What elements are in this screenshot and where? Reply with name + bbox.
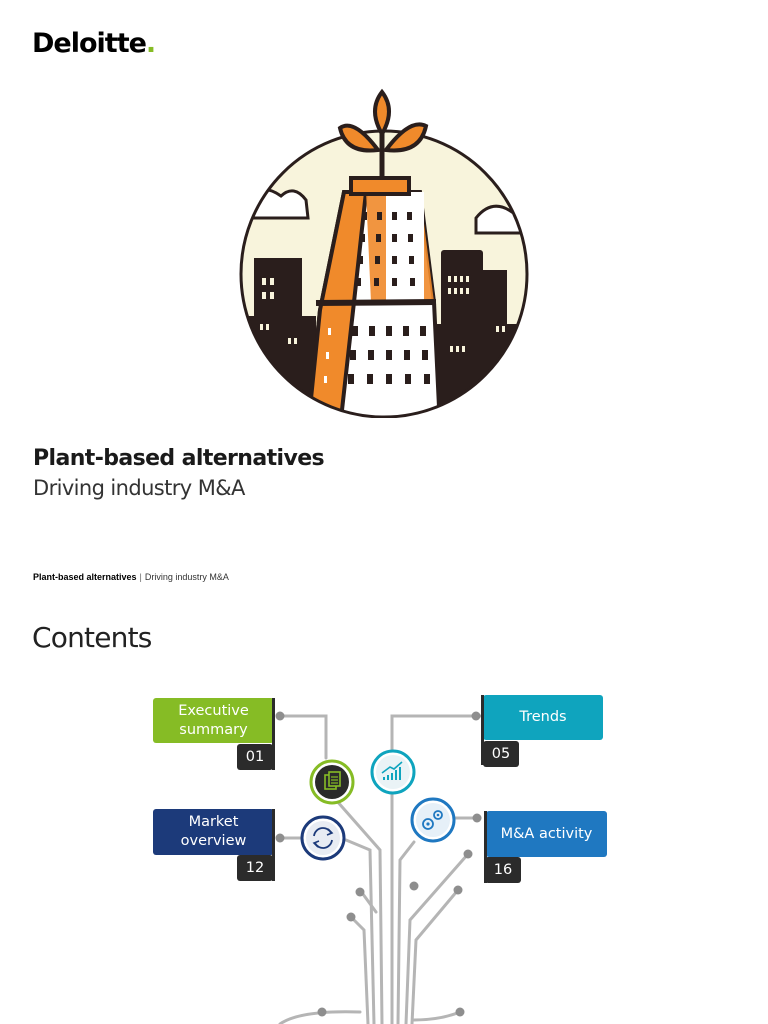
running-header-title: Plant-based alternatives <box>33 572 137 582</box>
executive-summary-label: Executive summary <box>178 702 249 738</box>
ma-activity-button[interactable]: M&A activity <box>486 811 607 857</box>
market-overview-button[interactable]: Market overview <box>153 809 274 855</box>
running-header-subtitle: Driving industry M&A <box>144 572 229 582</box>
contents-tree-diagram: Executive summary 01 Trends 05 Market ov… <box>150 690 620 1024</box>
refresh-cycle-icon <box>300 815 346 861</box>
market-overview-label: Market overview <box>180 814 247 849</box>
logo-dot: . <box>145 28 156 59</box>
executive-summary-button[interactable]: Executive summary <box>153 698 274 743</box>
report-subtitle: Driving industry M&A <box>33 476 245 500</box>
tab-divider <box>272 698 275 770</box>
market-overview-page-number[interactable]: 12 <box>237 855 273 881</box>
gears-icon <box>410 797 456 843</box>
trends-page-number[interactable]: 05 <box>483 741 519 767</box>
logo-wordmark: Deloitte <box>32 28 147 59</box>
city-plant-illustration <box>239 88 529 418</box>
documents-icon <box>309 759 355 805</box>
executive-summary-page-number[interactable]: 01 <box>237 744 273 770</box>
tab-divider <box>481 695 484 765</box>
trends-button[interactable]: Trends <box>483 695 603 740</box>
ma-activity-page-number[interactable]: 16 <box>485 857 521 883</box>
contents-heading: Contents <box>32 621 152 654</box>
report-title: Plant-based alternatives <box>33 446 325 471</box>
ma-activity-label: M&A activity <box>500 825 593 842</box>
running-header-separator: | <box>139 572 142 582</box>
tree-connectors <box>275 711 482 1024</box>
running-header: Plant-based alternatives|Driving industr… <box>33 572 229 582</box>
trends-label: Trends <box>519 709 567 725</box>
tab-divider <box>272 809 275 881</box>
tab-divider <box>484 811 487 883</box>
trend-chart-icon <box>370 749 416 795</box>
deloitte-logo: Deloitte. <box>32 28 156 59</box>
